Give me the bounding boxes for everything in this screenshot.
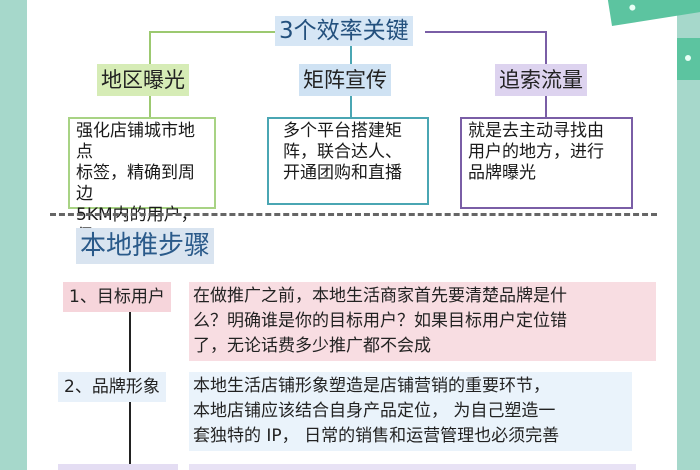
connector-center-down bbox=[350, 46, 352, 64]
step-3-description bbox=[189, 464, 636, 470]
branch-matrix-promotion: 矩阵宣传 bbox=[299, 64, 391, 96]
step-2-description: 本地生活店铺形象塑造是店铺营销的重要环节， 本地店铺应该结合自身产品定位， 为自… bbox=[189, 372, 632, 451]
description-line: 开通团购和直播 bbox=[283, 163, 402, 183]
description-line: 就是去主动寻找由 bbox=[468, 121, 604, 141]
description-line: 在做推广之前，本地生活商家首先要清楚品牌是什 bbox=[193, 286, 567, 306]
description-line: 多个平台搭建矩 bbox=[283, 121, 402, 141]
polka-dot-icon bbox=[685, 55, 691, 61]
description-line: 了，无论话费多少推广都不会成 bbox=[193, 336, 431, 356]
description-line: 本地店铺应该结合自身产品定位， 为自己塑造一 bbox=[193, 401, 556, 421]
description-line: 用户的地方，进行 bbox=[468, 142, 604, 162]
matrix-promotion-description: 多个平台搭建矩 阵，联合达人、 开通团购和直播 bbox=[267, 117, 429, 205]
regional-exposure-description: 强化店铺城市地点 标签，精确到周边 5KM内的用户，保 持更新获得曝光 bbox=[68, 117, 216, 267]
step-2-label: 2、品牌形象 bbox=[58, 372, 166, 402]
step-connector-2-3 bbox=[129, 402, 131, 464]
steps-section-title: 本地推步骤 bbox=[76, 228, 215, 264]
step-1-label: 1、目标用户 bbox=[63, 282, 171, 312]
description-line: 强化店铺城市地点 bbox=[76, 121, 195, 162]
left-decor-panel bbox=[0, 0, 27, 470]
description-line: 本地生活店铺形象塑造是店铺营销的重要环节， bbox=[193, 376, 550, 396]
right-decor-panel bbox=[677, 0, 700, 470]
mindmap-root-title: 3个效率关键 bbox=[275, 16, 413, 46]
connector-root-left bbox=[149, 31, 275, 33]
branch-traffic-pursuit: 追索流量 bbox=[495, 64, 587, 96]
traffic-pursuit-description: 就是去主动寻找由 用户的地方，进行 品牌曝光 bbox=[460, 117, 633, 209]
polka-dot-icon bbox=[628, 4, 636, 12]
description-line: 套独特的 IP， 日常的销售和运营管理也必须完善 bbox=[193, 426, 560, 446]
branch-regional-exposure: 地区曝光 bbox=[97, 64, 189, 96]
step-1-description: 在做推广之前，本地生活商家首先要清楚品牌是什 么？明确谁是你的目标用户？如果目标… bbox=[189, 282, 656, 361]
step-connector-1-2 bbox=[129, 312, 131, 372]
section-divider bbox=[50, 213, 657, 216]
description-line: 么？明确谁是你的目标用户？如果目标用户定位错 bbox=[193, 311, 567, 331]
description-line: 标签，精确到周边 bbox=[76, 163, 195, 204]
connector-root-right bbox=[425, 31, 546, 33]
connector-center-box bbox=[350, 96, 352, 117]
description-line: 品牌曝光 bbox=[468, 163, 536, 183]
connector-right-box bbox=[545, 96, 547, 117]
connector-left-down bbox=[149, 31, 151, 64]
connector-left-box bbox=[149, 96, 151, 117]
description-line: 阵，联合达人、 bbox=[283, 142, 402, 162]
right-decor-band bbox=[677, 38, 700, 80]
connector-right-down bbox=[545, 31, 547, 64]
step-3-label bbox=[58, 464, 178, 470]
